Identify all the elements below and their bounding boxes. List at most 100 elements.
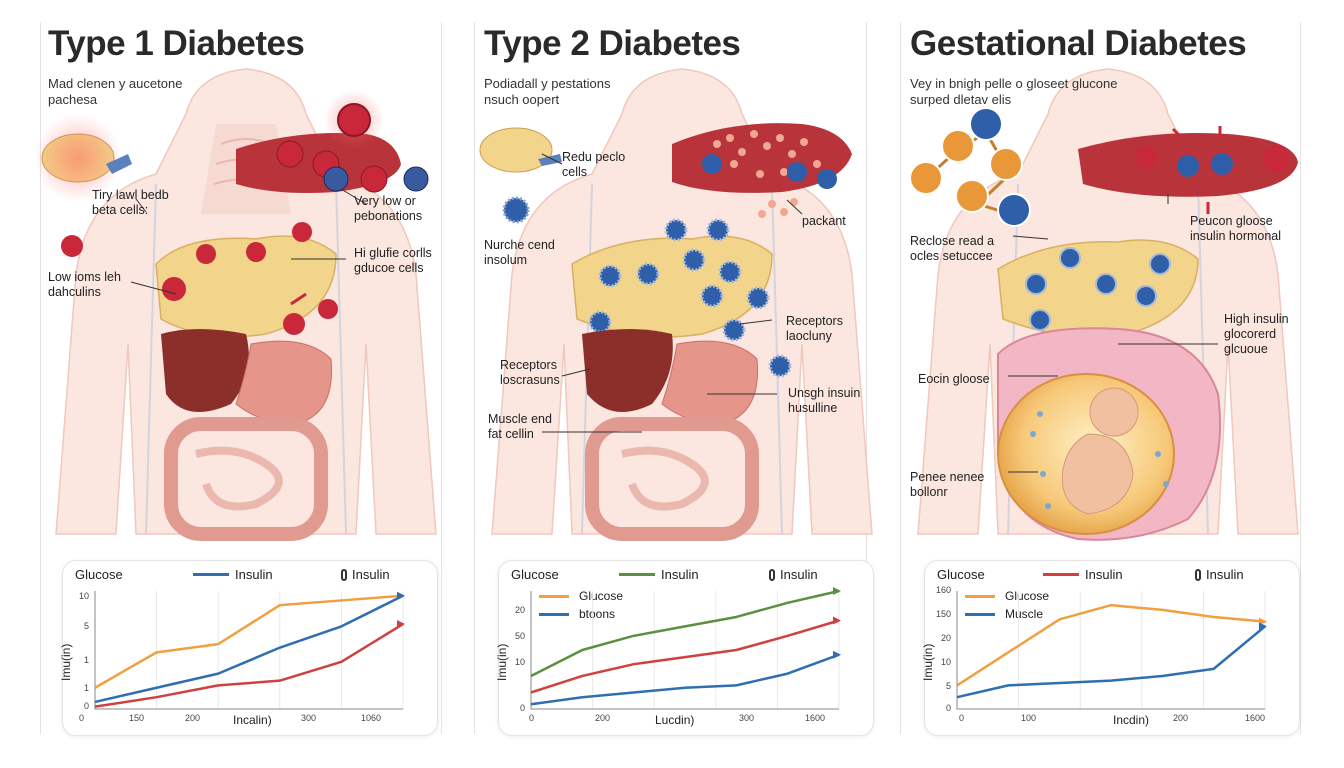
hormone-network-icon <box>909 107 1031 227</box>
mic-icon <box>341 568 347 581</box>
series-arrowhead <box>833 650 841 659</box>
x-tick: 100 <box>1021 713 1037 723</box>
series-line-0 <box>94 594 404 689</box>
stomach <box>235 340 333 425</box>
intestine <box>164 417 328 541</box>
inner-legend-muscle: Muscle <box>965 607 1043 621</box>
y-tick: 0 <box>83 701 89 711</box>
blue-cell <box>403 166 429 192</box>
annotation-label: packant <box>802 214 846 228</box>
blue-cell <box>787 162 807 182</box>
leader-line <box>1008 194 1218 473</box>
chart-plot <box>94 591 405 710</box>
small-intestine <box>195 446 283 511</box>
axis-line <box>94 591 403 710</box>
legend-glucose: Glucose <box>75 567 123 582</box>
legend-glucose: Glucose <box>937 567 985 582</box>
y-tick: 1 <box>83 655 89 665</box>
glow <box>36 114 122 202</box>
legend-swatch <box>619 573 655 576</box>
legend-insulin-2: Insulin <box>341 567 390 582</box>
virus-cell <box>337 103 371 137</box>
glucose-particles <box>1030 411 1169 509</box>
y-tick: 5 <box>83 621 89 631</box>
anatomy-illustration <box>479 68 873 541</box>
y-tick: 20 <box>514 605 525 615</box>
y-tick: 50 <box>514 631 525 641</box>
panel-type-1: Type 1 Diabetes Mad clenen y aucetone pa… <box>36 14 456 738</box>
series-line-1 <box>94 594 404 704</box>
series-line-2 <box>94 622 404 708</box>
syringe-icon <box>106 154 132 174</box>
panel-title: Type 1 Diabetes <box>48 24 305 63</box>
panel-title: Gestational Diabetes <box>910 24 1247 63</box>
arrow-icon <box>290 292 307 306</box>
leader-line <box>739 319 773 325</box>
mic-icon <box>1195 568 1201 581</box>
leader-line <box>561 368 591 377</box>
x-tick: 1600 <box>805 713 826 723</box>
anatomy-illustration <box>36 68 437 541</box>
legend-glucose: Glucose <box>511 567 559 582</box>
panel-divider <box>441 22 442 734</box>
series-arrowhead <box>397 591 405 600</box>
series-line-2 <box>530 653 840 706</box>
y-tick: 150 <box>935 609 951 619</box>
y-tick: 20 <box>940 633 951 643</box>
x-tick: 200 <box>1173 713 1189 723</box>
inner-legend-glucose: Glucose <box>539 589 623 603</box>
series-arrowhead <box>833 587 841 595</box>
line-chart: Glucose Insulin Insulin Glucose Muscle I… <box>921 560 1300 736</box>
series-arrowhead <box>397 620 405 629</box>
series-line-1 <box>956 625 1266 699</box>
small-intestine <box>621 446 709 511</box>
legend-insulin-2: Insulin <box>1195 567 1244 582</box>
x-tick: 0 <box>959 713 965 723</box>
panel-title: Type 2 Diabetes <box>484 24 741 63</box>
glucose-particles <box>713 130 821 218</box>
blue-cell <box>323 166 349 192</box>
red-cell <box>1263 146 1289 172</box>
red-cell <box>1135 146 1157 168</box>
chart-plot <box>530 587 841 710</box>
legend-swatch <box>193 573 229 576</box>
y-tick: 5 <box>945 681 951 691</box>
liver <box>161 329 249 412</box>
y-tick: 10 <box>940 657 951 667</box>
mic-icon <box>769 568 775 581</box>
red-cell <box>246 242 266 262</box>
panel-gestational: Gestational Diabetes Vey in bnigh pelle … <box>898 14 1318 738</box>
x-tick: 0 <box>529 713 535 723</box>
insulin-cells <box>588 218 792 400</box>
y-tick: 1 <box>83 683 89 693</box>
panel-divider <box>40 22 41 734</box>
x-tick: 300 <box>739 713 755 723</box>
red-cell <box>196 244 216 264</box>
line-chart: Glucose Insulin Insulin Imu(in) Incalin)… <box>59 560 438 736</box>
leader-line <box>340 188 367 205</box>
fetus-icon <box>1061 387 1139 515</box>
blue-cell <box>1211 153 1233 175</box>
series-line-0 <box>956 603 1266 687</box>
y-tick: 160 <box>935 585 951 595</box>
legend-insulin: Insulin <box>1043 567 1123 582</box>
y-tick: 10 <box>78 591 89 601</box>
leader-line <box>541 153 563 165</box>
inner-legend-btoons: btoons <box>539 607 615 621</box>
anatomy-illustration <box>909 68 1299 541</box>
red-cell <box>283 313 305 335</box>
intestine <box>585 417 759 541</box>
leader-line <box>135 198 147 213</box>
axis-line <box>956 591 1265 710</box>
y-tick: 0 <box>945 703 951 713</box>
annotation-label: Eocin gloose <box>918 372 990 386</box>
